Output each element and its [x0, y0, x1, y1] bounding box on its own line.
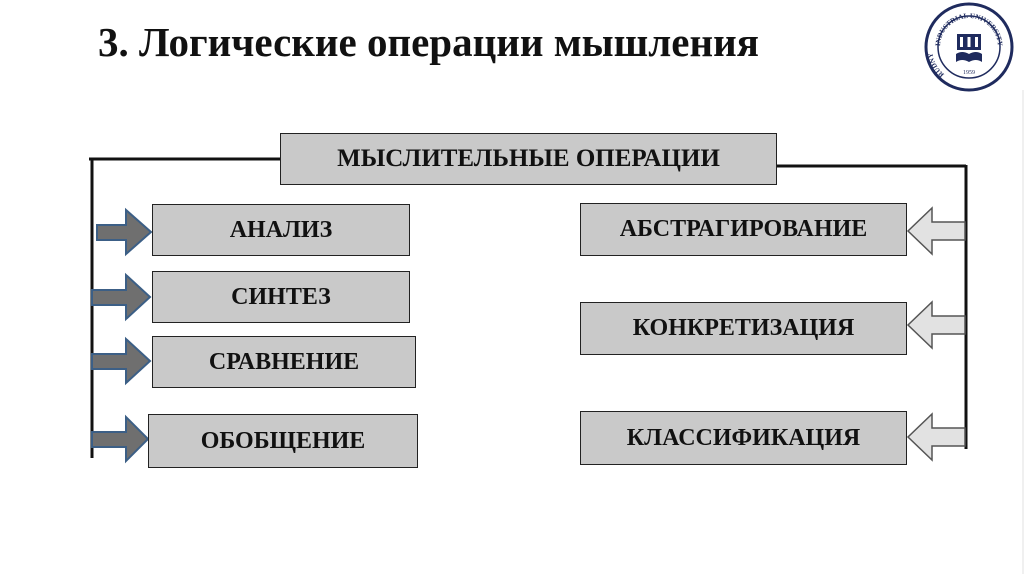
- slide-title: 3. Логические операции мышления: [98, 19, 759, 65]
- box-synthesis: СИНТЕЗ: [152, 271, 410, 323]
- right-arrow: [906, 412, 966, 462]
- box-comparison: СРАВНЕНИЕ: [152, 336, 416, 388]
- box-classification: КЛАССИФИКАЦИЯ: [580, 411, 907, 465]
- right-arrow: [906, 206, 966, 256]
- box-abstraction: АБСТРАГИРОВАНИЕ: [580, 203, 907, 256]
- box-concretization: КОНКРЕТИЗАЦИЯ: [580, 302, 907, 355]
- slide-edge: [1022, 90, 1024, 574]
- logo-year: 1959: [963, 70, 975, 76]
- box-generalization: ОБОБЩЕНИЕ: [148, 414, 418, 468]
- right-arrow: [906, 300, 966, 350]
- left-arrow: [91, 272, 152, 322]
- left-arrow: [91, 336, 152, 386]
- box-analysis: АНАЛИЗ: [152, 204, 410, 256]
- left-arrow: [91, 414, 150, 464]
- root-box-thinking-operations: МЫСЛИТЕЛЬНЫЕ ОПЕРАЦИИ: [280, 133, 777, 185]
- left-arrow: [96, 207, 153, 257]
- university-logo: INDUSTRIAL UNIVERSITY RUDNY 1959: [924, 2, 1014, 92]
